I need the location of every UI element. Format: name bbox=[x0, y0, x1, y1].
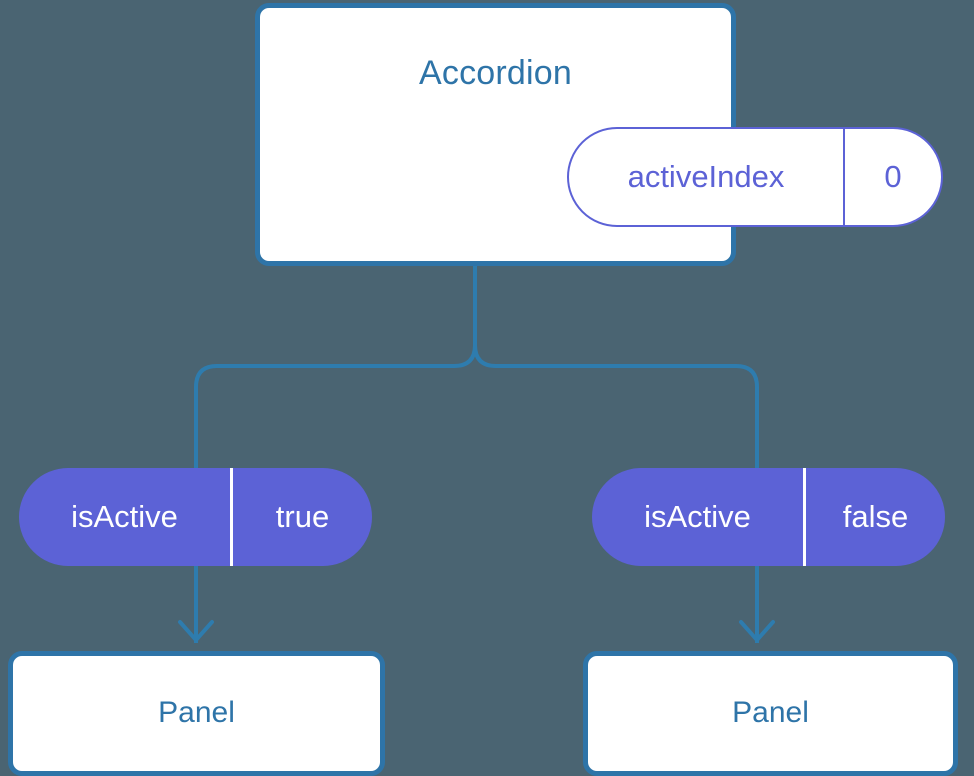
component-card-accordion[interactable]: Accordion activeIndex 0 bbox=[255, 3, 943, 266]
prop-pill-is-active-false[interactable]: isActive false bbox=[592, 468, 945, 566]
state-pill-key: activeIndex bbox=[569, 129, 845, 225]
component-title-panel-left: Panel bbox=[158, 696, 235, 729]
prop-pill-key: isActive bbox=[19, 468, 233, 566]
connector-root-to-left-pill bbox=[194, 266, 477, 468]
arrowhead-down-icon-left bbox=[178, 620, 214, 642]
component-title-accordion: Accordion bbox=[419, 54, 572, 92]
prop-pill-value: true bbox=[275, 499, 330, 534]
state-pill-active-index[interactable]: activeIndex 0 bbox=[567, 127, 943, 227]
component-card-panel-right[interactable]: Panel bbox=[583, 651, 958, 776]
state-pill-value: 0 bbox=[884, 159, 902, 194]
component-card-panel-left[interactable]: Panel bbox=[8, 651, 385, 776]
prop-pill-value: false bbox=[842, 499, 909, 534]
connector-root-to-right-pill bbox=[473, 266, 759, 468]
prop-pill-is-active-true[interactable]: isActive true bbox=[19, 468, 372, 566]
component-title-panel-right: Panel bbox=[732, 696, 809, 729]
prop-pill-key: isActive bbox=[592, 468, 806, 566]
arrowhead-down-icon-right bbox=[739, 620, 775, 642]
